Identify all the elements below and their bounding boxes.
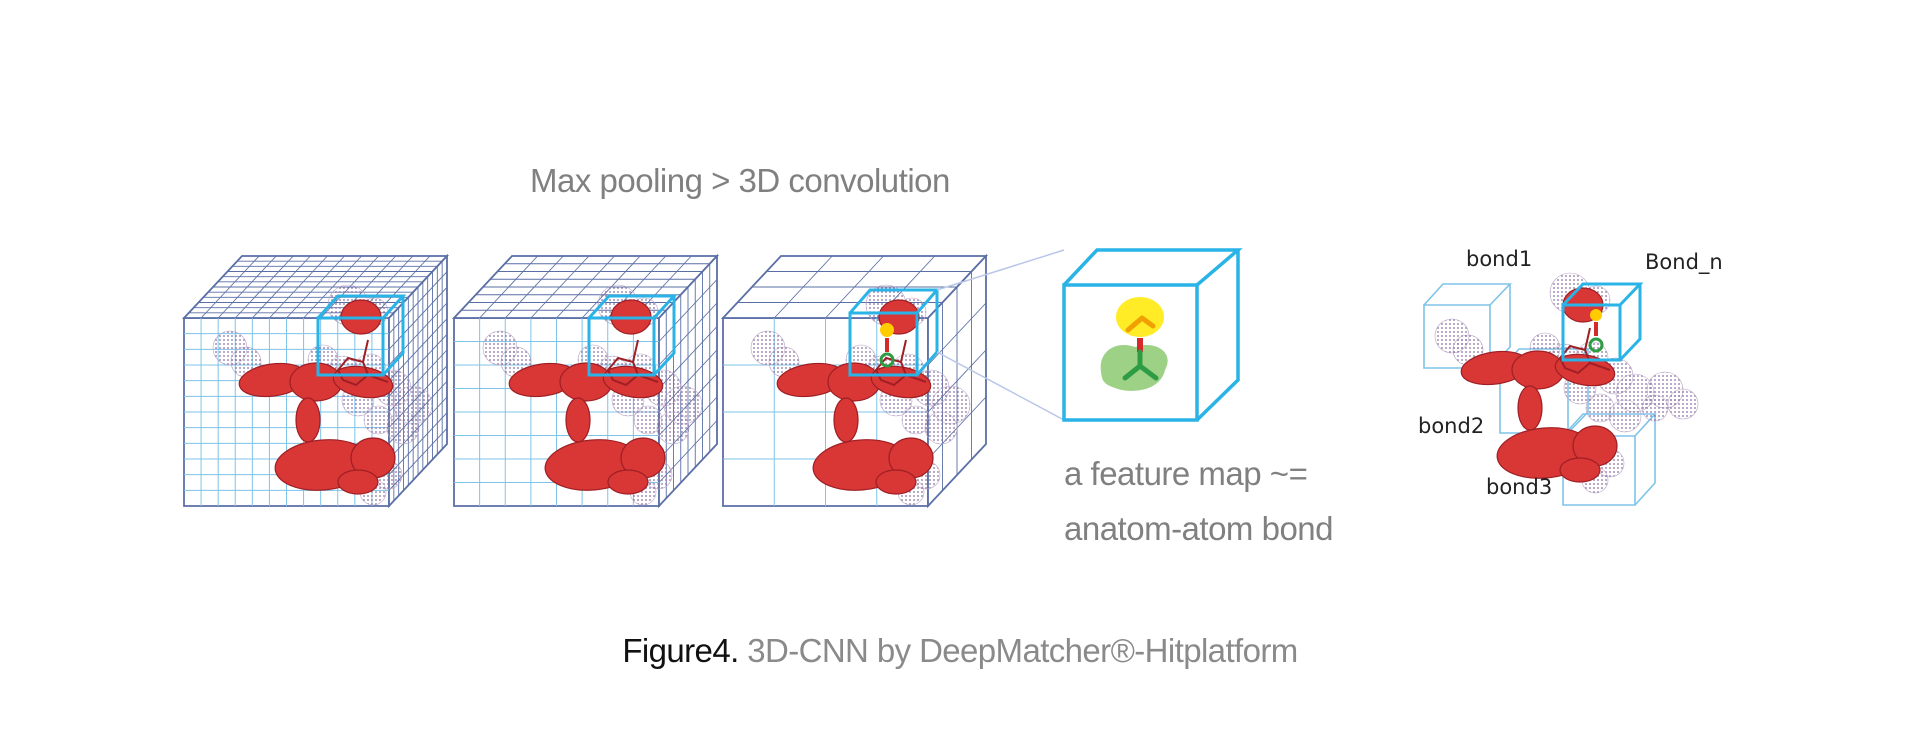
bond2-label: bond2	[1418, 414, 1485, 438]
caption-text: 3D-CNN by DeepMatcher®-Hitplatform	[738, 632, 1298, 669]
top-label: Max pooling > 3D convolution	[530, 162, 950, 199]
bond3-label: bond3	[1486, 475, 1553, 499]
figure-caption: Figure4. 3D-CNN by DeepMatcher®-Hitplatf…	[0, 632, 1920, 670]
zoom-lines	[936, 249, 1065, 421]
highlight-box-1	[316, 294, 407, 377]
bond1-label: bond1	[1466, 247, 1533, 271]
feature-map-label-line2: anatom-atom bond	[1064, 510, 1334, 547]
bond-green-line	[1122, 349, 1159, 381]
highlight-box-2	[587, 294, 678, 377]
bond-marker-3	[879, 323, 895, 368]
caption-prefix: Figure4.	[622, 632, 739, 669]
feature-map-label-line1: a feature map ~=	[1064, 455, 1308, 492]
bond-diagram	[1423, 272, 1699, 506]
feature-map-cube	[1062, 248, 1243, 422]
bond-n-label: Bond_n	[1645, 250, 1723, 274]
